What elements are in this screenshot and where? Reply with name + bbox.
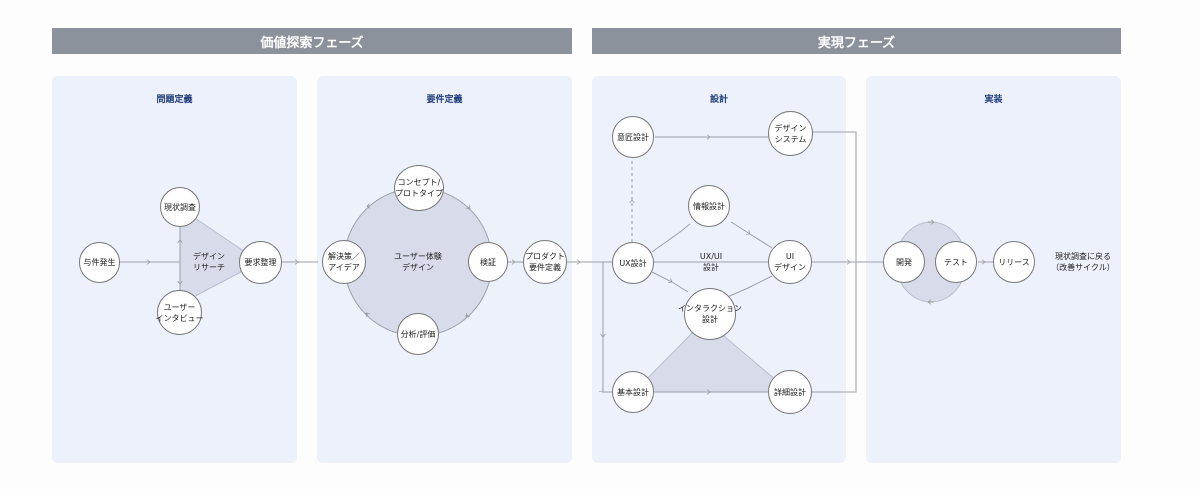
current-research-node: 現状調査 bbox=[160, 187, 200, 227]
concept-prototype-node: コンセプト/プロトタイプ bbox=[394, 165, 444, 211]
incident-node: 与件発生 bbox=[79, 242, 120, 283]
solution-idea-node: 解決策／アイデア bbox=[322, 240, 366, 284]
detail-design-node: 詳細設計 bbox=[768, 370, 812, 414]
test-node: テスト bbox=[935, 241, 977, 283]
ux-design-node: UX設計 bbox=[612, 242, 654, 284]
release-node: リリース bbox=[993, 241, 1035, 283]
interaction-design-node: インタラクション設計 bbox=[678, 288, 742, 340]
development-node: 開発 bbox=[883, 241, 925, 283]
realization-phase-banner: 実現フェーズ bbox=[592, 28, 1121, 54]
value-exploration-phase-banner: 価値探索フェーズ bbox=[52, 28, 572, 54]
implementation-title: 実装 bbox=[984, 95, 1003, 105]
design-title: 設計 bbox=[709, 95, 728, 105]
return-note-label: 現状調査に戻る（改善サイクル） bbox=[1051, 252, 1115, 272]
design-research-label: デザインリサーチ bbox=[193, 252, 225, 272]
user-interview-node: ユーザーインタビュー bbox=[156, 290, 204, 335]
basic-design-node: 基本設計 bbox=[612, 371, 654, 413]
analysis-evaluation-node: 分析/評価 bbox=[397, 313, 439, 355]
info-design-node: 情報設計 bbox=[688, 185, 730, 227]
ux-design-center-label: ユーザー体験デザイン bbox=[394, 252, 442, 272]
design-system-node: デザインシステム bbox=[768, 111, 813, 156]
requirement-organize-node: 要求整理 bbox=[239, 241, 282, 284]
problem-definition-title: 問題定義 bbox=[156, 95, 193, 105]
product-requirement-node: プロダクト要件定義 bbox=[523, 240, 567, 284]
verification-node: 検証 bbox=[468, 242, 508, 282]
intent-design-node: 意匠設計 bbox=[612, 116, 654, 158]
requirement-definition-title: 要件定義 bbox=[426, 95, 463, 105]
